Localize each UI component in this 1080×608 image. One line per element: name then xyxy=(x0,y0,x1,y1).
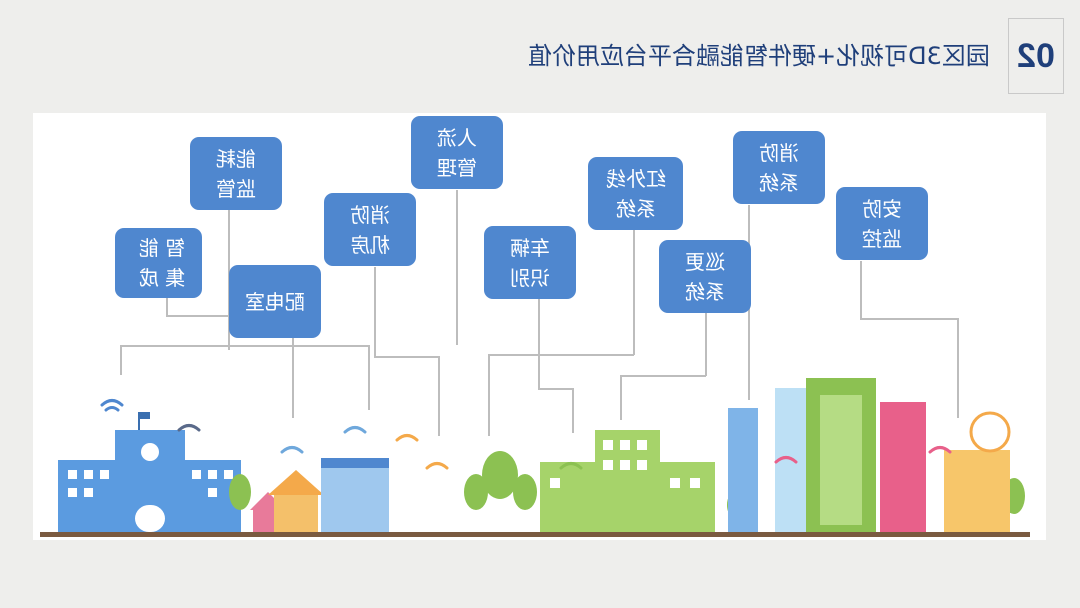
connector-line xyxy=(488,354,634,356)
houses xyxy=(250,458,389,532)
office-building-green xyxy=(540,430,715,532)
connector-line xyxy=(368,345,370,410)
connector-line xyxy=(374,356,439,358)
feature-infrared-system: 红外线系统 xyxy=(588,157,683,230)
connector-line xyxy=(120,345,122,375)
feature-fire-control-room: 消防机房 xyxy=(324,193,416,266)
connector-line xyxy=(860,318,958,320)
feature-energy-monitoring: 能耗监管 xyxy=(190,137,282,210)
connector-line xyxy=(620,375,622,420)
connector-line xyxy=(633,230,635,355)
connector-line xyxy=(166,315,230,317)
connector-line xyxy=(620,375,706,377)
connector-line xyxy=(705,313,707,376)
feature-power-room: 配电室 xyxy=(229,265,321,338)
connector-line xyxy=(538,299,540,389)
connector-line xyxy=(438,356,440,436)
connector-line xyxy=(166,298,168,316)
connector-line xyxy=(374,267,376,357)
feature-fire-system: 消防系统 xyxy=(733,131,825,204)
feature-patrol-system: 巡更系统 xyxy=(659,240,751,313)
feature-security-monitoring: 安防监控 xyxy=(836,187,928,260)
ground-line xyxy=(40,532,1030,537)
connector-line xyxy=(957,318,959,418)
feature-smart-integration: 智能集成 xyxy=(115,228,202,298)
skyscrapers xyxy=(728,378,1011,532)
section-number: 02 xyxy=(1008,18,1064,94)
feature-vehicle-recognition: 车辆识别 xyxy=(484,226,576,299)
connector-line xyxy=(120,345,370,347)
connector-line xyxy=(488,354,490,436)
feature-crowd-management: 人流管理 xyxy=(411,116,503,189)
connector-line xyxy=(538,388,574,390)
connector-line xyxy=(860,261,862,319)
connector-line xyxy=(456,190,458,345)
connector-line xyxy=(292,338,294,418)
connector-line xyxy=(572,388,574,433)
school-building xyxy=(58,412,241,532)
wifi-icons xyxy=(100,399,952,470)
